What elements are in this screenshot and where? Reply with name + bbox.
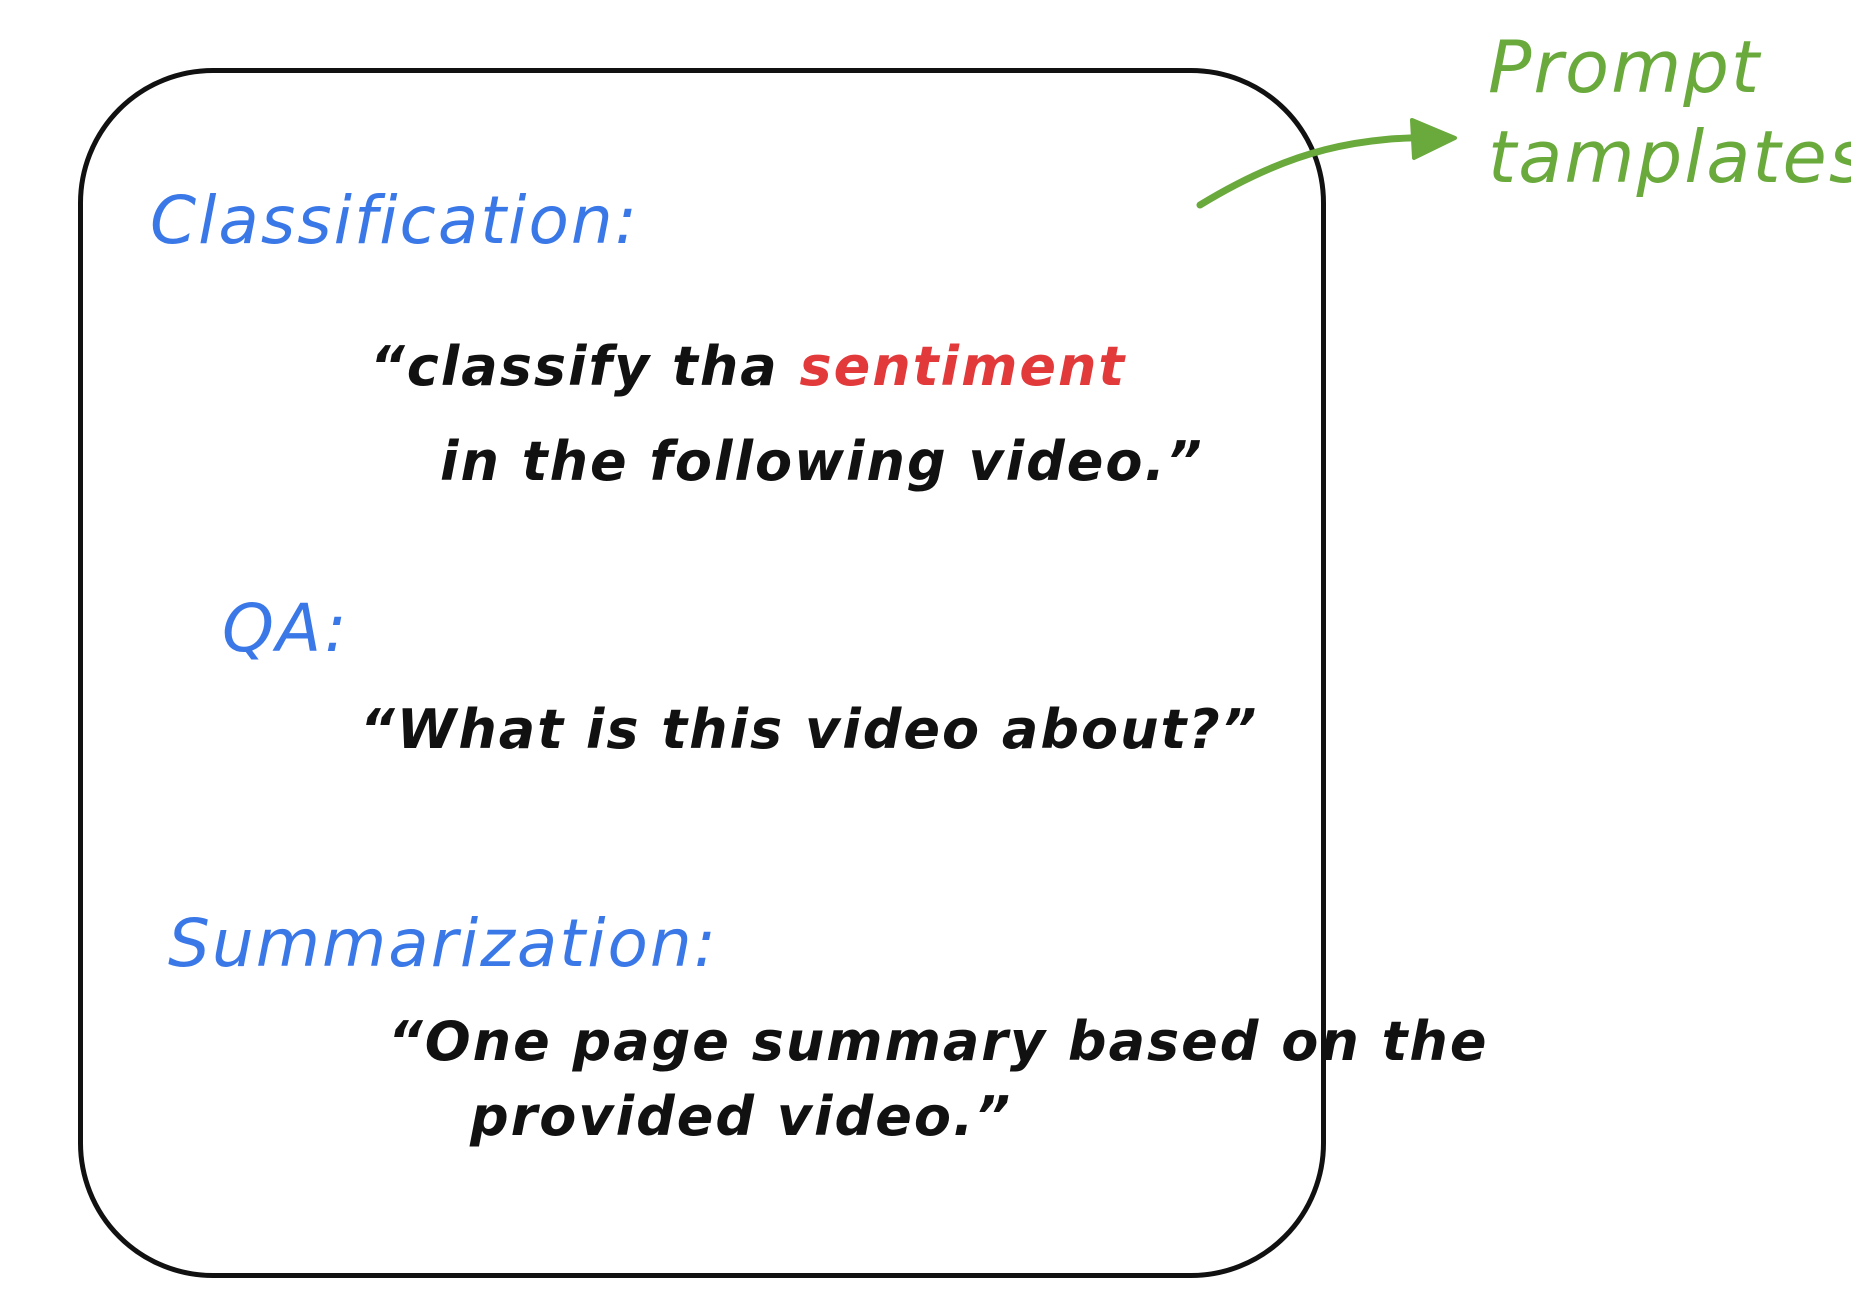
summarization-heading: Summarization: [168,905,718,982]
template-box [78,68,1326,1278]
sentiment-highlight: sentiment [799,335,1127,398]
classification-quote-line-2: in the following video.” [440,430,1204,493]
classification-quote-line-1: “classify tha sentiment [370,335,1126,398]
annotation-line-2: tamplates!! [1488,115,1851,199]
classification-quote-text: “classify tha [370,335,800,398]
summarization-quote-line-1: “One page summary based on the [388,1010,1489,1073]
qa-heading: QA: [222,590,349,667]
classification-heading: Classification: [150,182,639,259]
qa-quote-line-1: “What is this video about?” [360,698,1259,761]
summarization-quote-line-2: provided video.” [470,1085,1013,1148]
annotation-line-1: Prompt [1488,25,1762,109]
